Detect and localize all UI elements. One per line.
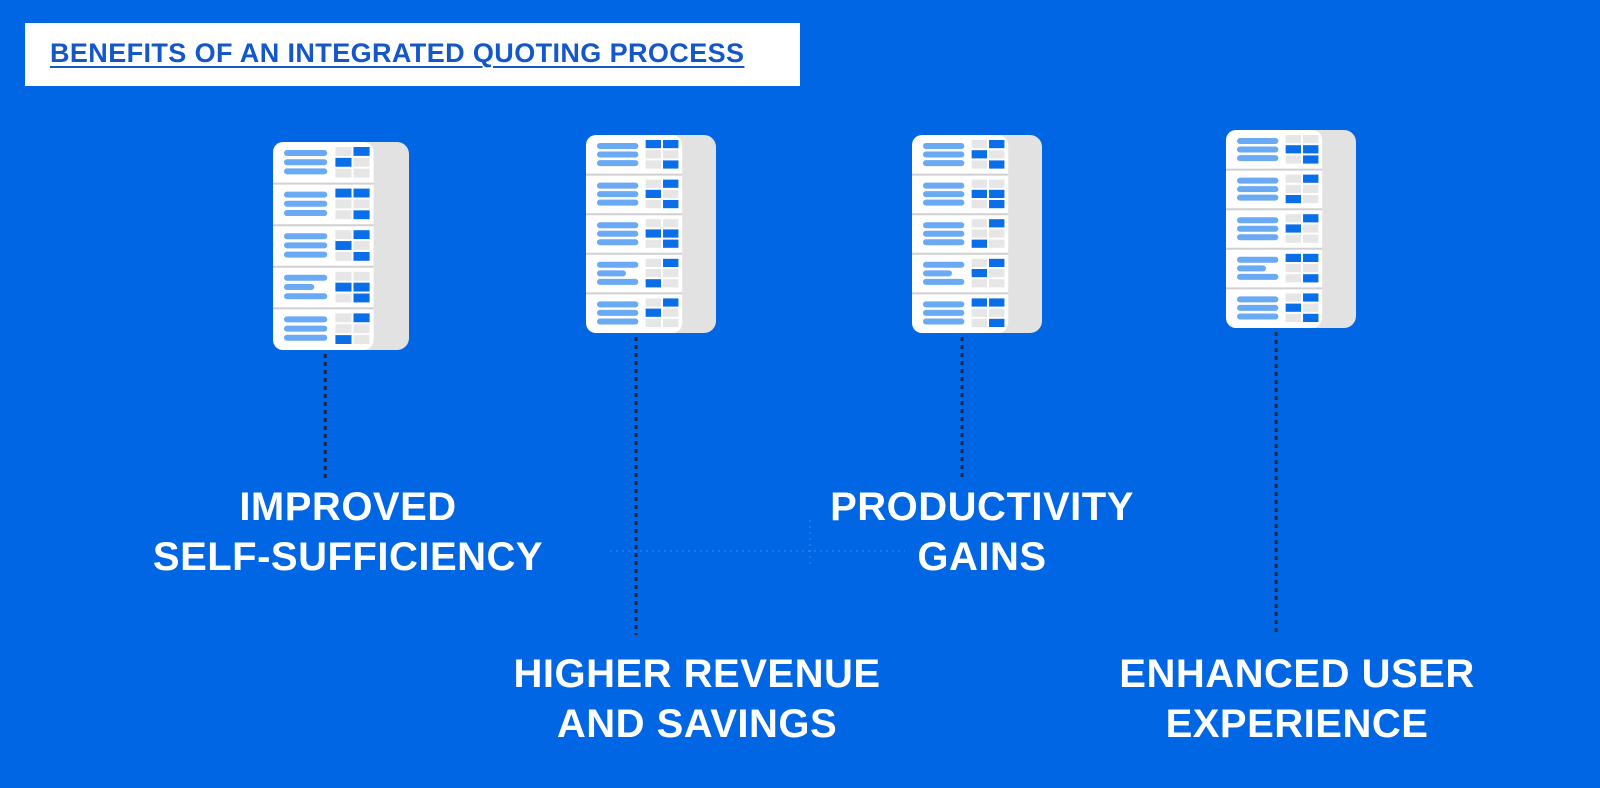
benefit-label-4: ENHANCED USER EXPERIENCE — [1119, 649, 1474, 749]
page-title: BENEFITS OF AN INTEGRATED QUOTING PROCES… — [50, 38, 745, 68]
server-rack-icon — [273, 142, 409, 350]
benefit-2-line1: HIGHER REVENUE — [513, 652, 881, 696]
benefit-3-line1: PRODUCTIVITY — [830, 485, 1134, 529]
server-rack-icon — [586, 135, 716, 333]
benefit-label-1: IMPROVED SELF-SUFFICIENCY — [153, 482, 543, 582]
title-banner: BENEFITS OF AN INTEGRATED QUOTING PROCES… — [25, 23, 800, 86]
benefit-2-line2: AND SAVINGS — [556, 702, 838, 746]
benefit-4-line1: ENHANCED USER — [1119, 652, 1475, 696]
benefit-1-line2: SELF-SUFFICIENCY — [152, 535, 544, 579]
benefit-1-line1: IMPROVED — [239, 485, 457, 529]
benefit-4-line2: EXPERIENCE — [1165, 702, 1429, 746]
server-rack-icon — [912, 135, 1042, 333]
benefit-3-line2: GAINS — [917, 535, 1047, 579]
benefit-label-3: PRODUCTIVITY GAINS — [830, 482, 1134, 582]
server-rack-icon — [1226, 130, 1356, 328]
benefit-label-2: HIGHER REVENUE AND SAVINGS — [513, 649, 880, 749]
